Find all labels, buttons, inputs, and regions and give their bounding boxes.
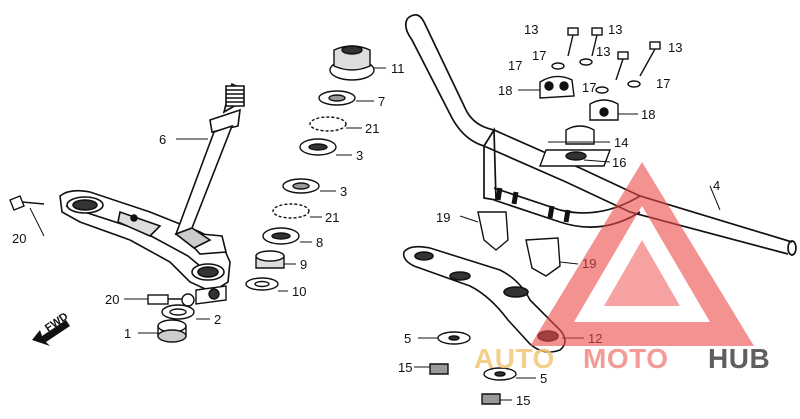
hardware-2 (161, 304, 195, 320)
callout-17-b: 17 (508, 58, 522, 73)
callout-21-upper: 21 (365, 121, 379, 136)
watermark-logo: AUTO MOTO HUB (474, 162, 770, 374)
callout-labels: 6 20 20 1 2 11 7 21 3 3 21 8 9 10 4 19 1… (12, 22, 720, 408)
callout-4: 4 (713, 178, 720, 193)
hardware-20-upper (9, 195, 45, 211)
callout-13-a: 13 (524, 22, 538, 37)
steering-stem (174, 82, 245, 249)
watermark-triangle (530, 162, 754, 346)
watermark-text-hub: HUB (708, 343, 770, 374)
callout-17-d: 17 (656, 76, 670, 91)
callout-1: 1 (124, 326, 131, 341)
callout-21-lower: 21 (325, 210, 339, 225)
callout-19-left: 19 (436, 210, 450, 225)
callout-18-left: 18 (498, 83, 512, 98)
callout-5-upper: 5 (404, 331, 411, 346)
callout-18-right: 18 (641, 107, 655, 122)
watermark-text-auto: AUTO (474, 343, 555, 374)
callout-9: 9 (300, 257, 307, 272)
handlebar-holders (477, 75, 619, 277)
watermark-text-moto: MOTO (583, 343, 668, 374)
fwd-direction-indicator (32, 320, 70, 346)
callout-7: 7 (378, 94, 385, 109)
bottom-bridge (59, 189, 231, 293)
callout-5-lower: 5 (540, 371, 547, 386)
callout-17-c: 17 (582, 80, 596, 95)
hardware-20-lower (147, 285, 227, 307)
hardware-1 (157, 319, 187, 343)
callout-17-a: 17 (532, 48, 546, 63)
callout-11: 11 (391, 61, 405, 76)
callout-15-lower: 15 (516, 393, 530, 408)
callout-13-c: 13 (596, 44, 610, 59)
callout-13-b: 13 (608, 22, 622, 37)
bearing-stack (245, 45, 375, 291)
callout-2: 2 (214, 312, 221, 327)
callout-16: 16 (612, 155, 626, 170)
callout-20-upper: 20 (12, 231, 26, 246)
callout-3-lower: 3 (340, 184, 347, 199)
handlebar-bolts (551, 27, 661, 94)
callout-3-upper: 3 (356, 148, 363, 163)
callout-10: 10 (292, 284, 306, 299)
callout-15-upper: 15 (398, 360, 412, 375)
callout-14: 14 (614, 135, 628, 150)
callout-8: 8 (316, 235, 323, 250)
callout-13-d: 13 (668, 40, 682, 55)
callout-6: 6 (159, 132, 166, 147)
callout-20-lower: 20 (105, 292, 119, 307)
